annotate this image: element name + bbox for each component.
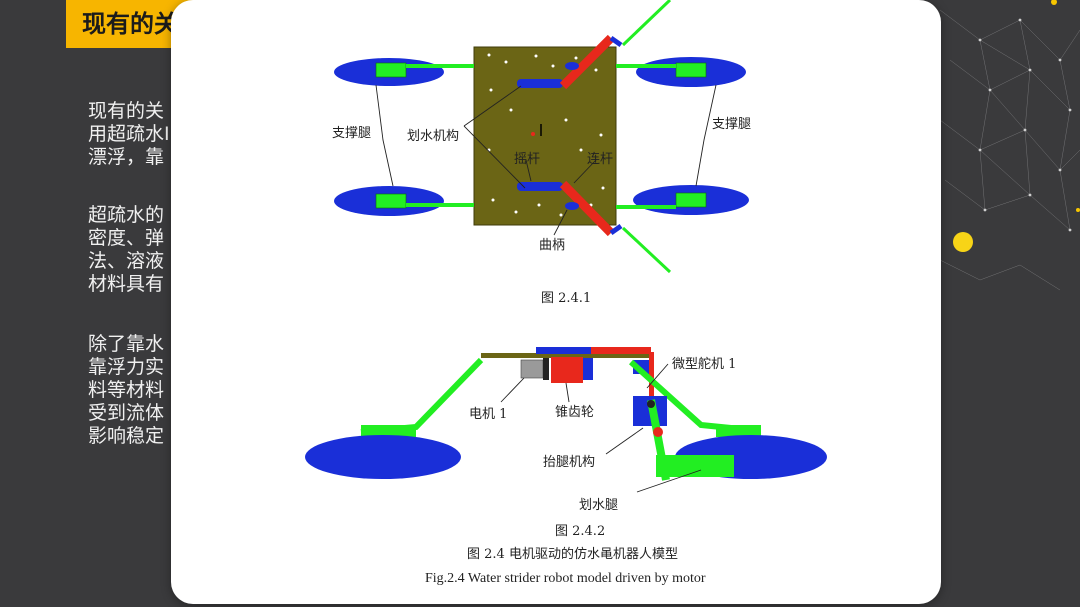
paragraph-line: 超疏水的: [88, 204, 165, 226]
paragraph-line: 受到流体: [88, 402, 165, 424]
label-link: 连杆: [587, 151, 613, 167]
paragraph-line: 用超疏水I: [88, 123, 170, 145]
robot-figure: 支撑腿 支撑腿 划水机构 摇杆 连杆 曲柄 图 2.4.1: [305, 0, 827, 586]
figure-popup: 支撑腿 支撑腿 划水机构 摇杆 连杆 曲柄 图 2.4.1: [171, 0, 941, 604]
pontoon-left: [305, 435, 461, 479]
label-rocker: 摇杆: [514, 152, 540, 167]
paragraph-2: 超疏水的 密度、弹 法、溶液 材料具有: [88, 204, 188, 296]
caption-fig-2-4-1: 图 2.4.1: [541, 291, 591, 306]
label-paddle-mechanism: 划水机构: [407, 129, 459, 144]
paragraph-line: 除了靠水: [88, 333, 165, 355]
bevel-gear: [551, 357, 583, 383]
label-servo: 微型舵机 1: [672, 357, 736, 372]
paragraph-1: 现有的关 用超疏水I 漂浮，靠: [88, 100, 188, 169]
base-plate: [473, 46, 617, 226]
paragraph-line: 漂浮，靠: [88, 146, 165, 168]
constellation-decoration: [940, 0, 1080, 291]
paragraph-line: 法、溶液: [88, 250, 165, 272]
caption-chinese: 图 2.4 电机驱动的仿水黾机器人模型: [467, 546, 678, 562]
paragraph-line: 材料具有: [88, 273, 165, 295]
caption-english: Fig.2.4 Water strider robot model driven…: [425, 571, 706, 586]
paragraph-line: 影响稳定: [88, 425, 165, 447]
label-paddle-leg: 划水腿: [579, 498, 618, 513]
label-bevel-gear: 锥齿轮: [555, 405, 594, 420]
label-leg-lift: 抬腿机构: [543, 455, 595, 470]
label-crank: 曲柄: [539, 238, 565, 253]
motor: [520, 359, 544, 379]
paragraph-line: 现有的关: [88, 100, 165, 122]
paddle-leg: [656, 455, 734, 477]
label-support-leg-right: 支撑腿: [712, 117, 751, 132]
paragraph-line: 料等材料: [88, 379, 165, 401]
label-motor: 电机 1: [469, 407, 507, 422]
paragraph-line: 密度、弹: [88, 227, 165, 249]
paragraph-3: 除了靠水 靠浮力实 料等材料 受到流体 影响稳定: [88, 333, 188, 448]
paragraph-line: 靠浮力实: [88, 356, 165, 378]
label-support-leg-left: 支撑腿: [332, 126, 371, 141]
yellow-dot-icon: [953, 232, 973, 252]
caption-fig-2-4-2: 图 2.4.2: [555, 524, 605, 539]
